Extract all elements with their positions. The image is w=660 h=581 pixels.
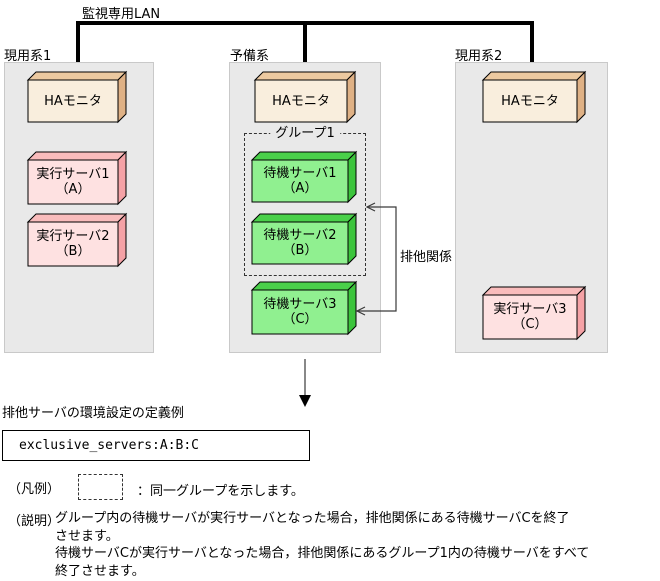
note-line: グループ内の待機サーバが実行サーバとなった場合，排他関係にある待機サーバCを終了	[55, 511, 570, 526]
box-3d-shape	[250, 150, 358, 204]
server-id: （B）	[282, 243, 318, 258]
ha-monitor-box-active1: HAモニタ	[26, 70, 128, 124]
server-name: 待機サーバ2	[263, 228, 337, 243]
box-3d-shape	[481, 70, 587, 124]
box-3d-shape	[26, 70, 128, 124]
note-line: 待機サーバCが実行サーバとなった場合，排他関係にあるグループ1内の待機サーバをす…	[55, 546, 590, 561]
server-id: （C）	[512, 317, 548, 332]
note-line: 終了させます。	[55, 563, 145, 579]
ha-monitor-box-standby: HAモニタ	[253, 70, 357, 124]
ha-monitor-label: HAモニタ	[44, 93, 102, 109]
server-name: 実行サーバ3	[493, 302, 567, 317]
server-name: 待機サーバ3	[263, 297, 337, 312]
lan-drop-standby	[303, 21, 307, 62]
lan-label: 監視専用LAN	[82, 7, 161, 22]
standby-server1-label: 待機サーバ1 （A）	[252, 160, 348, 202]
box-3d-shape	[26, 150, 128, 206]
exclusion-relation-label: 排他関係	[400, 250, 453, 265]
standby-server3-label: 待機サーバ3 （C）	[252, 290, 348, 334]
exec-server3-label: 実行サーバ3 （C）	[483, 295, 577, 339]
server-id: （C）	[282, 312, 318, 327]
exec-server2-box: 実行サーバ2 （B）	[26, 212, 128, 268]
server-name: 実行サーバ2	[36, 229, 110, 244]
note-line: させます。	[55, 528, 119, 544]
definition-heading: 排他サーバの環境設定の定義例	[2, 406, 184, 421]
note-text: グループ内の待機サーバが実行サーバとなった場合，排他関係にある待機サーバCを終了…	[55, 510, 655, 580]
standby-server1-box: 待機サーバ1 （A）	[250, 150, 358, 204]
box-3d-shape	[250, 212, 358, 266]
definition-code-box: exclusive_servers:A:B:C	[2, 430, 310, 461]
note-label: （説明）	[8, 514, 61, 529]
ha-monitor-label: HAモニタ	[272, 93, 330, 109]
standby-server2-label: 待機サーバ2 （B）	[252, 222, 348, 264]
legend-dashed-box-swatch	[78, 474, 123, 500]
lan-drop-active1	[76, 21, 80, 62]
standby-server3-box: 待機サーバ3 （C）	[250, 280, 358, 336]
ha-monitor-box-active2: HAモニタ	[481, 70, 587, 124]
system-label-standby: 予備系	[230, 49, 270, 64]
flow-down-arrowhead	[299, 395, 311, 407]
lan-drop-active2	[530, 21, 534, 62]
system-label-active1: 現用系1	[4, 49, 52, 64]
group1-label: グループ1	[270, 126, 340, 141]
exec-server1-box: 実行サーバ1 （A）	[26, 150, 128, 206]
box-3d-shape	[481, 285, 587, 341]
box-3d-shape	[253, 70, 357, 124]
system-label-active2: 現用系2	[455, 49, 503, 64]
definition-code: exclusive_servers:A:B:C	[19, 438, 200, 453]
ha-monitor-label: HAモニタ	[501, 93, 559, 109]
server-name: 待機サーバ1	[263, 166, 337, 181]
legend-description: ：同一グループを示します。	[137, 484, 304, 499]
standby-server2-box: 待機サーバ2 （B）	[250, 212, 358, 266]
exec-server1-label: 実行サーバ1 （A）	[28, 160, 118, 204]
server-id: （A）	[55, 182, 91, 197]
server-id: （A）	[282, 181, 318, 196]
server-id: （B）	[55, 244, 91, 259]
box-3d-shape	[26, 212, 128, 268]
box-3d-shape	[250, 280, 358, 336]
legend-label: （凡例）	[8, 482, 61, 497]
exec-server2-label: 実行サーバ2 （B）	[28, 222, 118, 266]
server-name: 実行サーバ1	[36, 167, 110, 182]
exec-server3-box: 実行サーバ3 （C）	[481, 285, 587, 341]
group1-dashed-box: グループ1	[244, 126, 366, 276]
